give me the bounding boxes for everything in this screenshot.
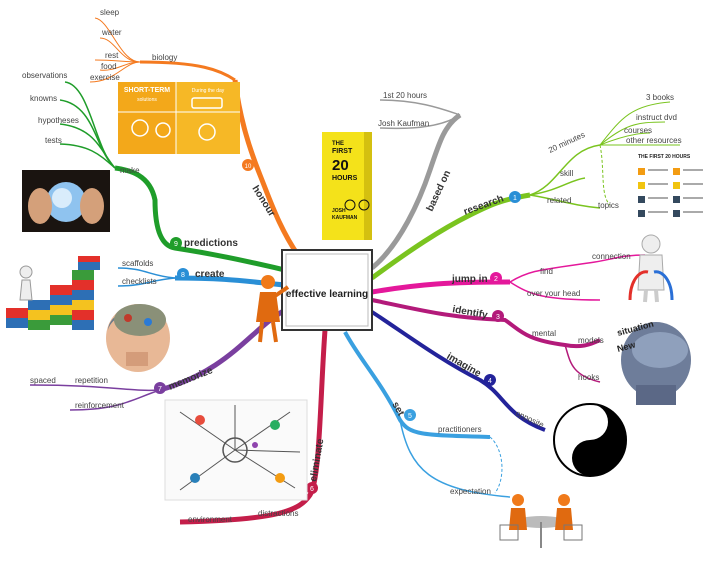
make-item-knowns[interactable]: knowns [30, 94, 57, 103]
research-sub-other-resources[interactable]: other resources [626, 136, 682, 145]
svg-text:9: 9 [174, 241, 178, 248]
jump-in-item-over-your-head[interactable]: over your head [527, 289, 580, 298]
branch-predictions-num-badge: 9 [170, 237, 182, 249]
presenter-figure-icon [256, 275, 290, 343]
research-sub-instruct-dvd[interactable]: instruct dvd [636, 113, 677, 122]
branch-eliminate-label[interactable]: eliminate [308, 437, 326, 482]
branch-jump-in-num-badge: 2 [490, 272, 502, 284]
svg-text:7: 7 [158, 386, 162, 393]
branch-imagine-line [370, 310, 546, 432]
create-item-scaffolds[interactable]: scaffolds [122, 259, 153, 268]
identify-sub-hooks[interactable]: hooks [578, 373, 599, 382]
make-item-tests[interactable]: tests [45, 136, 62, 145]
connection-figure-image [628, 234, 674, 303]
svg-text:THE FIRST 20 HOURS: THE FIRST 20 HOURS [638, 154, 691, 160]
branch-predictions-label[interactable]: predictions [184, 238, 238, 249]
branch-based-on-line [370, 112, 462, 270]
research-sub-3-books[interactable]: 3 books [646, 93, 674, 102]
research-topics-label[interactable]: topics [598, 201, 619, 210]
branch-honour-num-badge: 10 [242, 159, 254, 171]
branch-research-label[interactable]: research [462, 193, 505, 218]
make-item-hypotheses[interactable]: hypotheses [38, 116, 79, 125]
branch-create-num-badge: 8 [177, 268, 189, 280]
svg-text:4: 4 [488, 378, 492, 385]
biology-label[interactable]: biology [152, 53, 177, 62]
set-item-practitioners[interactable]: practitioners [438, 425, 482, 434]
branch-research-num-badge: 1 [509, 191, 521, 203]
branch-jump-in-label[interactable]: jump in [451, 274, 488, 285]
svg-text:JOSH: JOSH [332, 208, 346, 214]
branch-honour-line [232, 79, 303, 260]
meeting-figures-image [499, 494, 583, 548]
svg-text:New: New [616, 339, 637, 354]
svg-text:SHORT-TERM: SHORT-TERM [124, 87, 170, 94]
first-20-hours-book-image: THE FIRST 20 HOURS JOSH KAUFMAN [322, 132, 372, 240]
mind-map-sketch-image [164, 399, 308, 501]
branch-eliminate-line [179, 329, 328, 525]
imagine-item-opposite[interactable]: opposite [514, 409, 546, 430]
jump-in-sub-connection[interactable]: connection [592, 252, 631, 261]
biology-item-water[interactable]: water [101, 28, 122, 37]
memorize-item-repetition[interactable]: repetition [75, 376, 108, 385]
research-item-20-minutes[interactable]: 20 minutes [547, 130, 586, 155]
memorize-sub-spaced[interactable]: spaced [30, 376, 56, 385]
biology-item-sleep[interactable]: sleep [100, 8, 120, 17]
memorize-item-reinforcement[interactable]: reinforcement [75, 401, 125, 410]
identify-item-mental[interactable]: mental [532, 329, 556, 338]
branch-memorize-label[interactable]: memorize [167, 365, 215, 393]
make-item-observations[interactable]: observations [22, 71, 67, 80]
svg-text:6: 6 [310, 486, 314, 493]
eliminate-sub-environment[interactable]: environment [188, 515, 233, 524]
branch-identify-num-badge: 3 [492, 310, 504, 322]
biology-line [139, 60, 236, 82]
branch-memorize-num-badge: 7 [154, 382, 166, 394]
yin-yang-image [553, 403, 627, 477]
crystal-ball-image [22, 170, 110, 232]
biology-item-food[interactable]: food [101, 62, 117, 71]
branch-imagine-num-badge: 4 [484, 374, 496, 386]
set-item-expectation[interactable]: expectation [450, 487, 491, 496]
svg-text:THE: THE [332, 141, 344, 147]
short-term-solutions-image: SHORT-TERM solutions During the day [118, 82, 240, 154]
svg-text:HOURS: HOURS [332, 175, 358, 182]
branch-jump-in-line [371, 279, 511, 295]
svg-text:KAUFMAN: KAUFMAN [332, 215, 358, 221]
svg-text:2: 2 [494, 276, 498, 283]
branch-set-num-badge: 5 [404, 409, 416, 421]
central-topic[interactable]: effective learning [281, 249, 373, 331]
branch-set-line [343, 331, 491, 439]
research-item-related[interactable]: related [547, 196, 571, 205]
svg-text:8: 8 [181, 272, 185, 279]
eliminate-item-distractions[interactable]: distractions [258, 509, 298, 518]
svg-text:3: 3 [496, 314, 500, 321]
svg-text:During the day: During the day [192, 88, 225, 94]
svg-text:FIRST: FIRST [332, 148, 353, 155]
branch-identify-line [371, 298, 601, 349]
based-on-item-josh-kaufman[interactable]: Josh Kaufman [378, 119, 429, 128]
svg-text:1: 1 [513, 195, 517, 202]
make-label[interactable]: make [120, 166, 140, 175]
brain-head-image [106, 304, 170, 372]
biology-item-rest[interactable]: rest [105, 51, 119, 60]
branch-create-label[interactable]: create [195, 269, 225, 280]
based-on-item-1st-20-hours[interactable]: 1st 20 hours [383, 91, 427, 100]
research-item-skill[interactable]: skill [560, 169, 574, 178]
jump-in-item-find[interactable]: find [540, 267, 553, 276]
create-item-checklists[interactable]: checklists [122, 277, 157, 286]
book-stairs-image [6, 256, 100, 330]
branch-eliminate-num-badge: 6 [306, 482, 318, 494]
svg-text:10: 10 [245, 164, 252, 170]
first-20-hours-infographic-image: THE FIRST 20 HOURS [636, 150, 708, 232]
svg-text:solutions: solutions [137, 97, 157, 103]
branch-research-line [370, 192, 531, 281]
biology-item-exercise[interactable]: exercise [90, 73, 120, 82]
research-sub-courses[interactable]: courses [624, 126, 652, 135]
identify-sub-models[interactable]: models [578, 336, 604, 345]
svg-text:20: 20 [332, 157, 349, 174]
svg-text:5: 5 [408, 413, 412, 420]
branch-predictions-line [114, 165, 286, 273]
situation-head-image: situation New [616, 319, 691, 405]
central-topic-label: effective learning [286, 289, 368, 300]
